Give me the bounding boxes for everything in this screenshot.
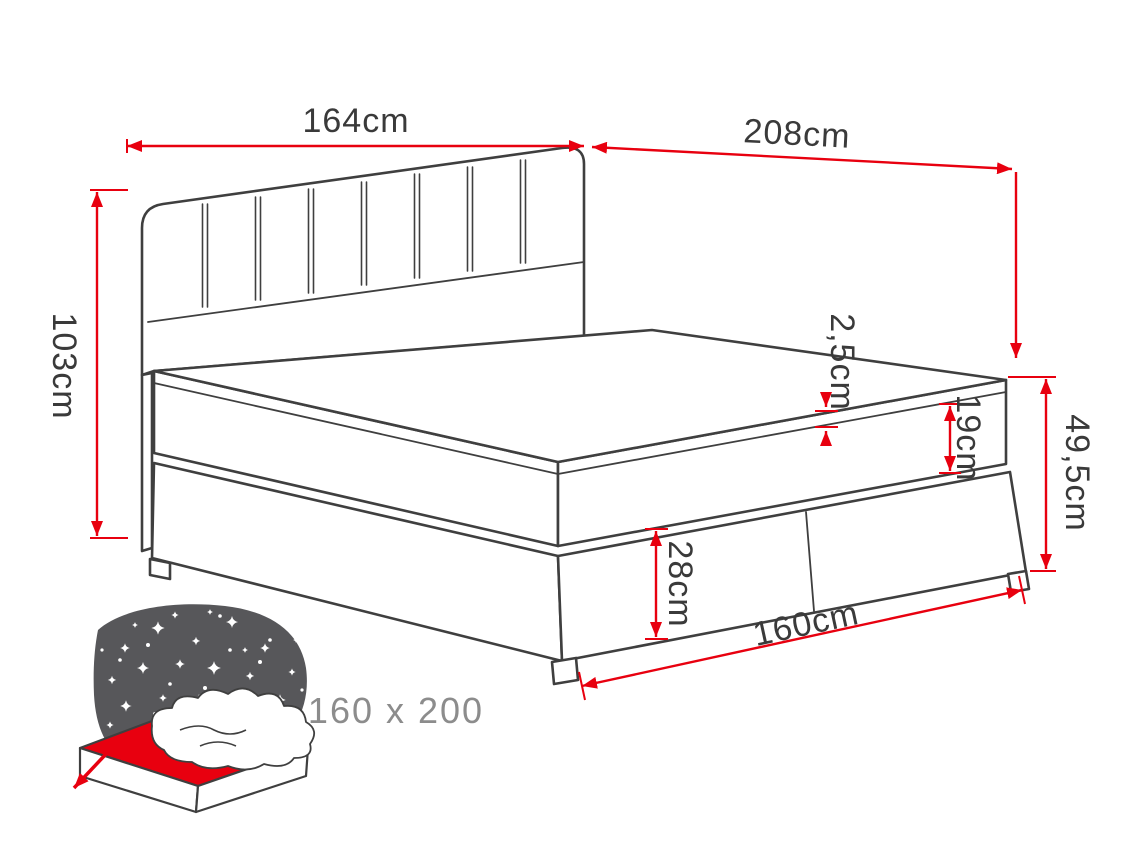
headboard-seam — [147, 261, 585, 323]
dim-line-sleeping-width — [578, 575, 1026, 701]
headboard-left-edge — [140, 371, 154, 553]
label-side-height: 49,5cm — [1058, 414, 1096, 532]
dim-line-headboard-height — [90, 189, 128, 539]
label-base-height: 28cm — [661, 540, 699, 628]
bedding-size-caption: 160 x 200 — [307, 690, 485, 731]
mattress-top-surface — [152, 328, 1008, 464]
bedding-size-icon — [72, 604, 316, 814]
dimension-lines — [90, 139, 1056, 701]
dim-line-headboard-width — [126, 139, 584, 153]
label-headboard-width: 164cm — [302, 102, 410, 140]
label-topper-thickness: 2,5cm — [823, 313, 861, 411]
dim-line-topper — [815, 392, 838, 446]
bed-feet — [148, 557, 1031, 686]
dim-line-mattress-height — [939, 403, 961, 474]
foot-right — [1006, 569, 1031, 594]
duvet-icon — [150, 687, 316, 771]
bed-drawing — [140, 146, 1031, 686]
mattress — [152, 328, 1008, 548]
direction-arrow-icon — [72, 752, 108, 790]
topper-seam — [153, 382, 1007, 475]
label-mattress-thickness: 19cm — [949, 394, 987, 482]
foot-left — [148, 557, 172, 581]
foot-front — [550, 656, 580, 686]
label-bed-length: 208cm — [742, 112, 852, 156]
bed-icon — [78, 687, 316, 814]
dim-line-bed-length — [591, 141, 1022, 358]
dim-line-side-height — [1008, 376, 1056, 572]
label-headboard-height: 103cm — [45, 312, 83, 420]
headboard-pleats — [201, 159, 527, 308]
